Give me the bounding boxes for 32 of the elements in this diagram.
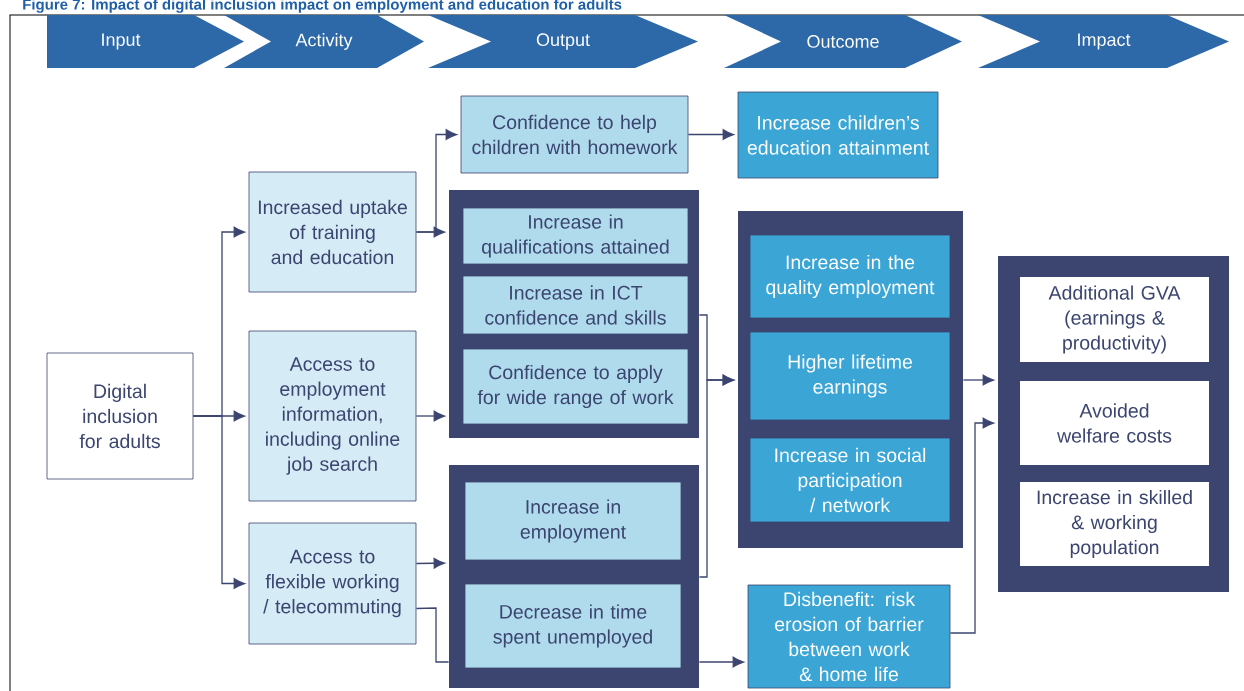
output-box: Confidence to help children with homework (460, 95, 689, 174)
arrow (687, 129, 735, 140)
activity-box: Access to employment information, including online job search (248, 330, 417, 502)
output-box: Increase in ICT confidence and skills (462, 275, 689, 335)
arrow (415, 226, 446, 238)
arrow (415, 557, 446, 569)
stage-band: Activity (224, 15, 424, 68)
arrow (949, 417, 995, 634)
arrow (698, 374, 735, 578)
arrow (192, 415, 246, 589)
stage-band: Output (428, 15, 698, 68)
output-box: Increase in qualifications attained (462, 207, 689, 265)
impact-box: Avoided welfare costs (1020, 381, 1209, 465)
outcome-box: Increase children’s education attainment (737, 91, 939, 179)
impact-box: Increase in skilled & working population (1020, 482, 1209, 566)
arrow (415, 410, 446, 422)
arrow (698, 656, 745, 668)
process-box: Digital inclusion for adults (46, 352, 194, 480)
impact-box: Additional GVA (earnings & productivity) (1020, 277, 1209, 362)
stage-band: Impact (978, 15, 1229, 68)
activity-box: Access to flexible working / telecommuting (248, 522, 417, 645)
output-box: Confidence to apply for wide range of work (462, 348, 689, 425)
output-box: Increase in employment (464, 481, 682, 561)
output-box: Decrease in time spent unemployed (464, 583, 682, 669)
outcome-box: Increase in social participation / network (749, 437, 951, 523)
stage-band: Outcome (724, 15, 962, 68)
arrow (962, 374, 995, 386)
stage-band: Input (47, 15, 244, 68)
outcome-box: Higher lifetime earnings (749, 331, 951, 421)
activity-box: Increased uptake of training and education (248, 171, 417, 293)
outcome-box: Disbenefit: risk erosion of barrier between work & home life (747, 584, 951, 689)
outcome-box: Increase in the quality employment (749, 234, 951, 319)
